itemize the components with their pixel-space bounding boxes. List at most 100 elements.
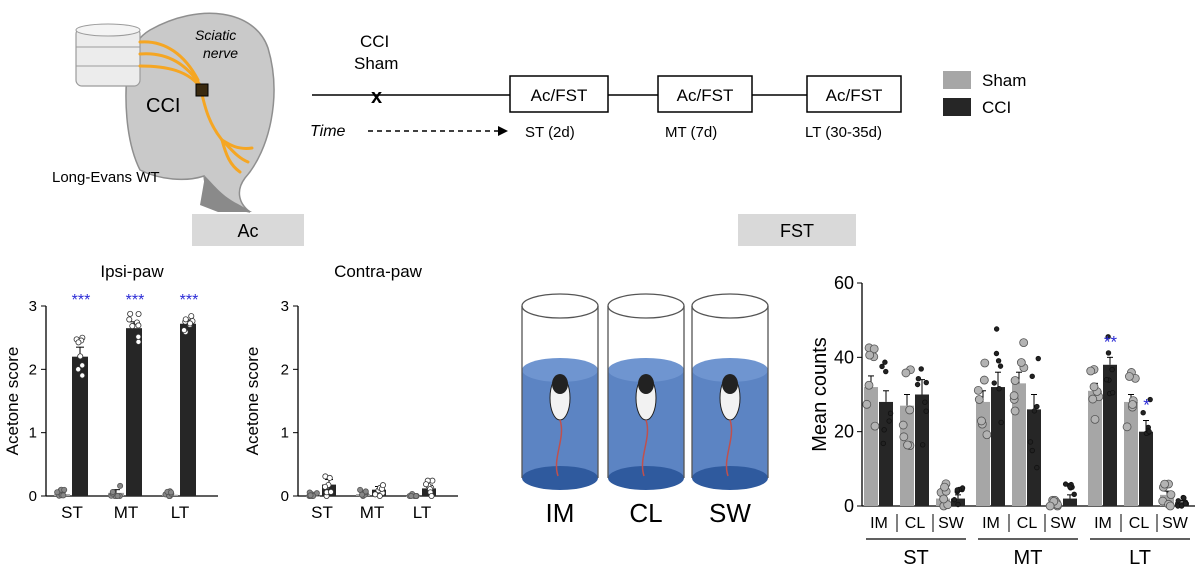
data-point — [1175, 498, 1181, 504]
time-arrow-head — [498, 126, 508, 136]
data-point — [922, 399, 928, 405]
data-point — [939, 494, 949, 504]
bar-cci-mt-sw — [1063, 498, 1077, 506]
test-box-label: Ac/FST — [826, 86, 883, 105]
bar-cci-mt-im — [991, 387, 1005, 506]
data-point — [79, 362, 86, 369]
data-point — [919, 442, 926, 448]
data-point — [1140, 410, 1146, 416]
y-tick-label: 2 — [29, 361, 37, 378]
data-point — [1109, 366, 1115, 373]
ligature-icon — [195, 83, 209, 97]
data-point — [864, 380, 874, 390]
x-tick-label-mt: MT — [360, 503, 385, 522]
swim-tank-im: IM — [521, 293, 599, 528]
data-point — [1035, 355, 1041, 362]
data-point — [980, 358, 990, 368]
data-point — [126, 316, 133, 323]
bar-cci-mt — [126, 328, 142, 496]
data-point — [991, 380, 997, 386]
data-point — [1147, 396, 1153, 403]
test-box-label: Ac/FST — [531, 86, 588, 105]
rat-head-icon — [552, 374, 568, 394]
y-tick-label: 0 — [844, 496, 854, 516]
data-point — [1019, 338, 1029, 348]
data-point — [997, 363, 1004, 369]
y-tick-label: 1 — [281, 425, 289, 442]
nerve-label-line2: nerve — [203, 45, 238, 61]
data-point — [1071, 491, 1077, 498]
bar-cci-lt-im — [1103, 364, 1117, 506]
chart-title: Contra-paw — [334, 262, 423, 281]
data-point — [1182, 501, 1189, 507]
y-axis-label: Acetone score — [3, 347, 22, 456]
data-point — [1009, 391, 1019, 401]
data-point — [869, 344, 879, 354]
tank-rim — [521, 293, 599, 319]
data-point — [135, 310, 142, 317]
surgery-marker: x — [371, 86, 382, 108]
significance-marker: *** — [72, 292, 91, 309]
data-point — [887, 410, 894, 416]
x-tick-label-cl: CL — [1129, 515, 1150, 532]
y-tick-label: 60 — [834, 273, 854, 293]
x-tick-label-st: ST — [61, 503, 83, 522]
data-point — [886, 418, 892, 424]
y-axis-label: Acetone score — [243, 347, 262, 456]
group-label-mt: MT — [1014, 547, 1043, 569]
rat-tail-icon — [641, 419, 649, 477]
bar-cci-lt — [180, 323, 196, 496]
x-tick-label-st: ST — [311, 503, 333, 522]
data-point — [1103, 377, 1110, 383]
y-tick-label: 3 — [29, 298, 37, 315]
data-point — [955, 501, 961, 508]
data-point — [376, 492, 383, 499]
bar-cci-st-im — [879, 401, 893, 506]
test-box-mt: Ac/FST — [657, 75, 753, 113]
data-point — [865, 350, 875, 360]
timepoint-lt: LT (30-35d) — [805, 124, 882, 141]
data-point — [951, 497, 958, 503]
swim-tank-cl: CL — [607, 293, 685, 528]
bar-cci-lt-cl — [1139, 431, 1153, 506]
rat-tail-icon — [725, 419, 733, 477]
data-point — [1105, 334, 1111, 340]
test-box-lt: Ac/FST — [806, 75, 902, 113]
data-point — [135, 338, 142, 345]
data-point — [1165, 501, 1175, 511]
significance-marker: *** — [180, 292, 199, 309]
y-tick-label: 20 — [834, 422, 854, 442]
data-point — [954, 487, 961, 493]
data-point — [423, 481, 430, 488]
data-point — [973, 385, 983, 395]
rat-head-icon — [638, 374, 654, 394]
tank-rim — [607, 293, 685, 319]
data-point — [879, 363, 885, 370]
data-point — [127, 310, 134, 317]
tank-label-sw: SW — [709, 498, 751, 528]
bar-sham-st-cl — [900, 405, 914, 506]
x-tick-label-cl: CL — [905, 515, 926, 532]
data-point — [61, 486, 68, 493]
x-tick-label-lt: LT — [171, 503, 190, 522]
data-point — [1029, 447, 1035, 454]
data-point — [903, 440, 912, 450]
data-point — [977, 416, 986, 426]
data-point — [914, 381, 921, 388]
data-point — [1086, 366, 1096, 376]
y-tick-label: 3 — [281, 298, 289, 315]
injury-label: CCI — [146, 95, 180, 117]
surgery-label-cci: CCI — [360, 32, 389, 51]
data-point — [357, 486, 364, 493]
timepoint-st: ST (2d) — [525, 124, 575, 141]
data-point — [408, 492, 415, 499]
data-point — [1166, 490, 1176, 500]
group-label-lt: LT — [1129, 547, 1151, 569]
data-point — [1067, 484, 1073, 490]
time-label: Time — [310, 123, 346, 140]
data-point — [1128, 400, 1137, 409]
section-tab-fst-label: FST — [780, 221, 814, 241]
legend-label-cci: CCI — [982, 98, 1011, 117]
